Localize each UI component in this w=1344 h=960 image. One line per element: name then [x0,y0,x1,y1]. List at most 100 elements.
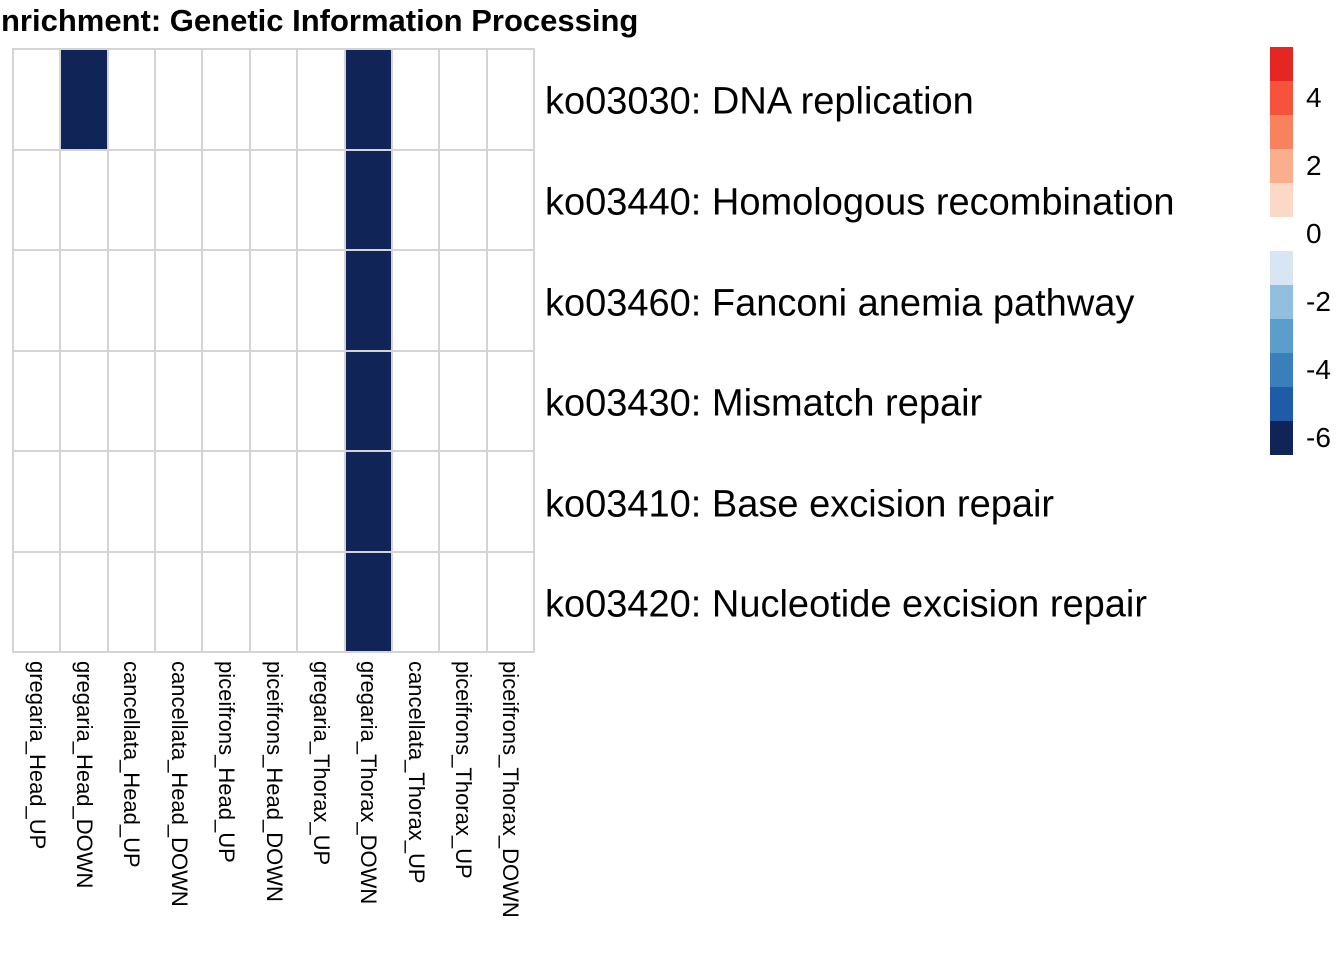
legend-block [1270,421,1293,455]
column-label: gregaria_Thorax_UP [308,661,334,866]
chart-title: nrichment: Genetic Information Processin… [1,3,639,38]
column-label: gregaria_Head_UP [24,661,50,850]
legend-block [1270,251,1293,285]
legend-block [1270,47,1293,81]
heatmap-cell [14,150,60,249]
legend-block [1270,319,1293,353]
legend-tick-label: -4 [1306,354,1331,385]
heatmap-cell [345,351,391,450]
heatmap-cell [440,50,486,149]
heatmap-cell [250,150,297,249]
heatmap-cell [250,251,297,350]
legend-block [1270,183,1293,217]
legend-block [1270,387,1293,421]
heatmap-cell [108,150,155,249]
heatmap-cell [250,452,297,551]
heatmap-cell [108,452,155,551]
heatmap-cell [108,552,155,651]
heatmap-cell [203,452,249,551]
column-label: piceifrons_Thorax_DOWN [498,661,524,918]
color-legend-bar [1270,47,1293,455]
heatmap-cell [345,552,391,651]
heatmap-cell [203,251,249,350]
heatmap-cell [14,452,60,551]
heatmap-cell [156,351,202,450]
heatmap-cell [14,351,60,450]
heatmap-grid [12,48,535,653]
heatmap-cell [392,150,439,249]
column-label: cancellata_Head_UP [119,661,145,868]
heatmap-cell [108,351,155,450]
column-label: cancellata_Head_DOWN [166,661,192,907]
heatmap-cell [61,150,107,249]
heatmap-cell [250,552,297,651]
heatmap-cell [61,552,107,651]
heatmap-cell [345,452,391,551]
heatmap-cell [250,351,297,450]
heatmap-cell [108,251,155,350]
heatmap-cell [392,552,439,651]
column-label: cancellata_Thorax_UP [403,661,429,884]
heatmap-cell [203,351,249,450]
legend-block [1270,115,1293,149]
heatmap-cell [392,452,439,551]
heatmap-cell [61,50,107,149]
heatmap-cell [487,251,533,350]
heatmap-cell [392,351,439,450]
heatmap-cell [298,351,344,450]
column-label: gregaria_Head_DOWN [72,661,98,889]
heatmap-cell [14,552,60,651]
legend-block [1270,81,1293,115]
heatmap-cell [440,351,486,450]
heatmap-cell [250,50,297,149]
column-label: gregaria_Thorax_DOWN [356,661,382,905]
heatmap-cell [156,150,202,249]
legend-tick-label: -2 [1306,286,1331,317]
row-label: ko03440: Homologous recombination [545,181,1175,224]
heatmap-cell [203,50,249,149]
heatmap-cell [345,251,391,350]
legend-block [1270,285,1293,319]
heatmap-cell [298,50,344,149]
heatmap-cell [487,452,533,551]
heatmap-cell [487,150,533,249]
row-label: ko03030: DNA replication [545,80,974,123]
heatmap-cell [156,251,202,350]
heatmap-cell [440,552,486,651]
heatmap-cell [487,50,533,149]
row-label: ko03420: Nucleotide excision repair [545,583,1148,626]
heatmap-cell [298,251,344,350]
legend-tick-label: 2 [1306,150,1322,181]
heatmap-cell [14,50,60,149]
heatmap-cell [61,251,107,350]
heatmap-cell [487,552,533,651]
heatmap-cell [440,452,486,551]
heatmap-cell [298,150,344,249]
row-label: ko03410: Base excision repair [545,483,1055,526]
column-label: piceifrons_Head_UP [214,661,240,863]
heatmap-cell [440,150,486,249]
legend-block [1270,149,1293,183]
legend-block [1270,353,1293,387]
column-label: piceifrons_Head_DOWN [261,661,287,902]
heatmap-cell [156,50,202,149]
legend-tick-label: 0 [1306,218,1322,249]
row-label: ko03460: Fanconi anemia pathway [545,282,1135,325]
heatmap-cell [203,552,249,651]
heatmap-cell [108,50,155,149]
legend-block [1270,217,1293,251]
legend-tick-label: -6 [1306,422,1331,453]
heatmap-cell [487,351,533,450]
heatmap-cell [440,251,486,350]
heatmap-cell [392,251,439,350]
heatmap-cell [61,351,107,450]
legend-tick-label: 4 [1306,82,1322,113]
heatmap-cell [156,552,202,651]
column-label: piceifrons_Thorax_UP [450,661,476,879]
heatmap-cell [298,452,344,551]
heatmap-cell [14,251,60,350]
heatmap-cell [156,452,202,551]
heatmap-cell [392,50,439,149]
heatmap-cell [345,150,391,249]
